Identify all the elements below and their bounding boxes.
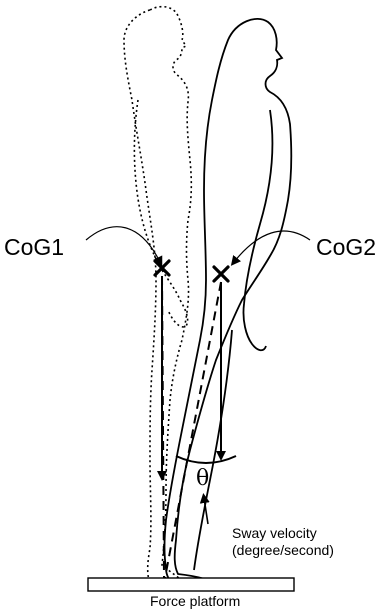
cog2-pointer — [234, 231, 310, 262]
solid-body-outline — [165, 19, 292, 586]
solid-leg-inner — [194, 330, 232, 570]
force-platform-label: Force platform — [150, 594, 240, 608]
sway-velocity-line1: Sway velocity — [232, 525, 334, 542]
dashed-line-vertical — [162, 276, 164, 578]
dotted-arm-outline — [134, 100, 187, 327]
cog1-x-mark-icon — [155, 261, 169, 275]
sway-velocity-label: Sway velocity (degree/second) — [232, 525, 334, 559]
cog1-label: CoG1 — [4, 236, 64, 259]
sway-velocity-line2: (degree/second) — [232, 542, 334, 559]
dashed-line-lean — [165, 282, 221, 578]
cog1-pointer — [86, 227, 160, 262]
cog2-label: CoG2 — [316, 236, 376, 259]
sway-arc — [176, 456, 236, 463]
force-platform-rect — [88, 578, 294, 591]
solid-arm-outline — [243, 110, 272, 350]
theta-label: θ — [196, 468, 209, 490]
cog2-x-mark-icon — [214, 267, 228, 281]
